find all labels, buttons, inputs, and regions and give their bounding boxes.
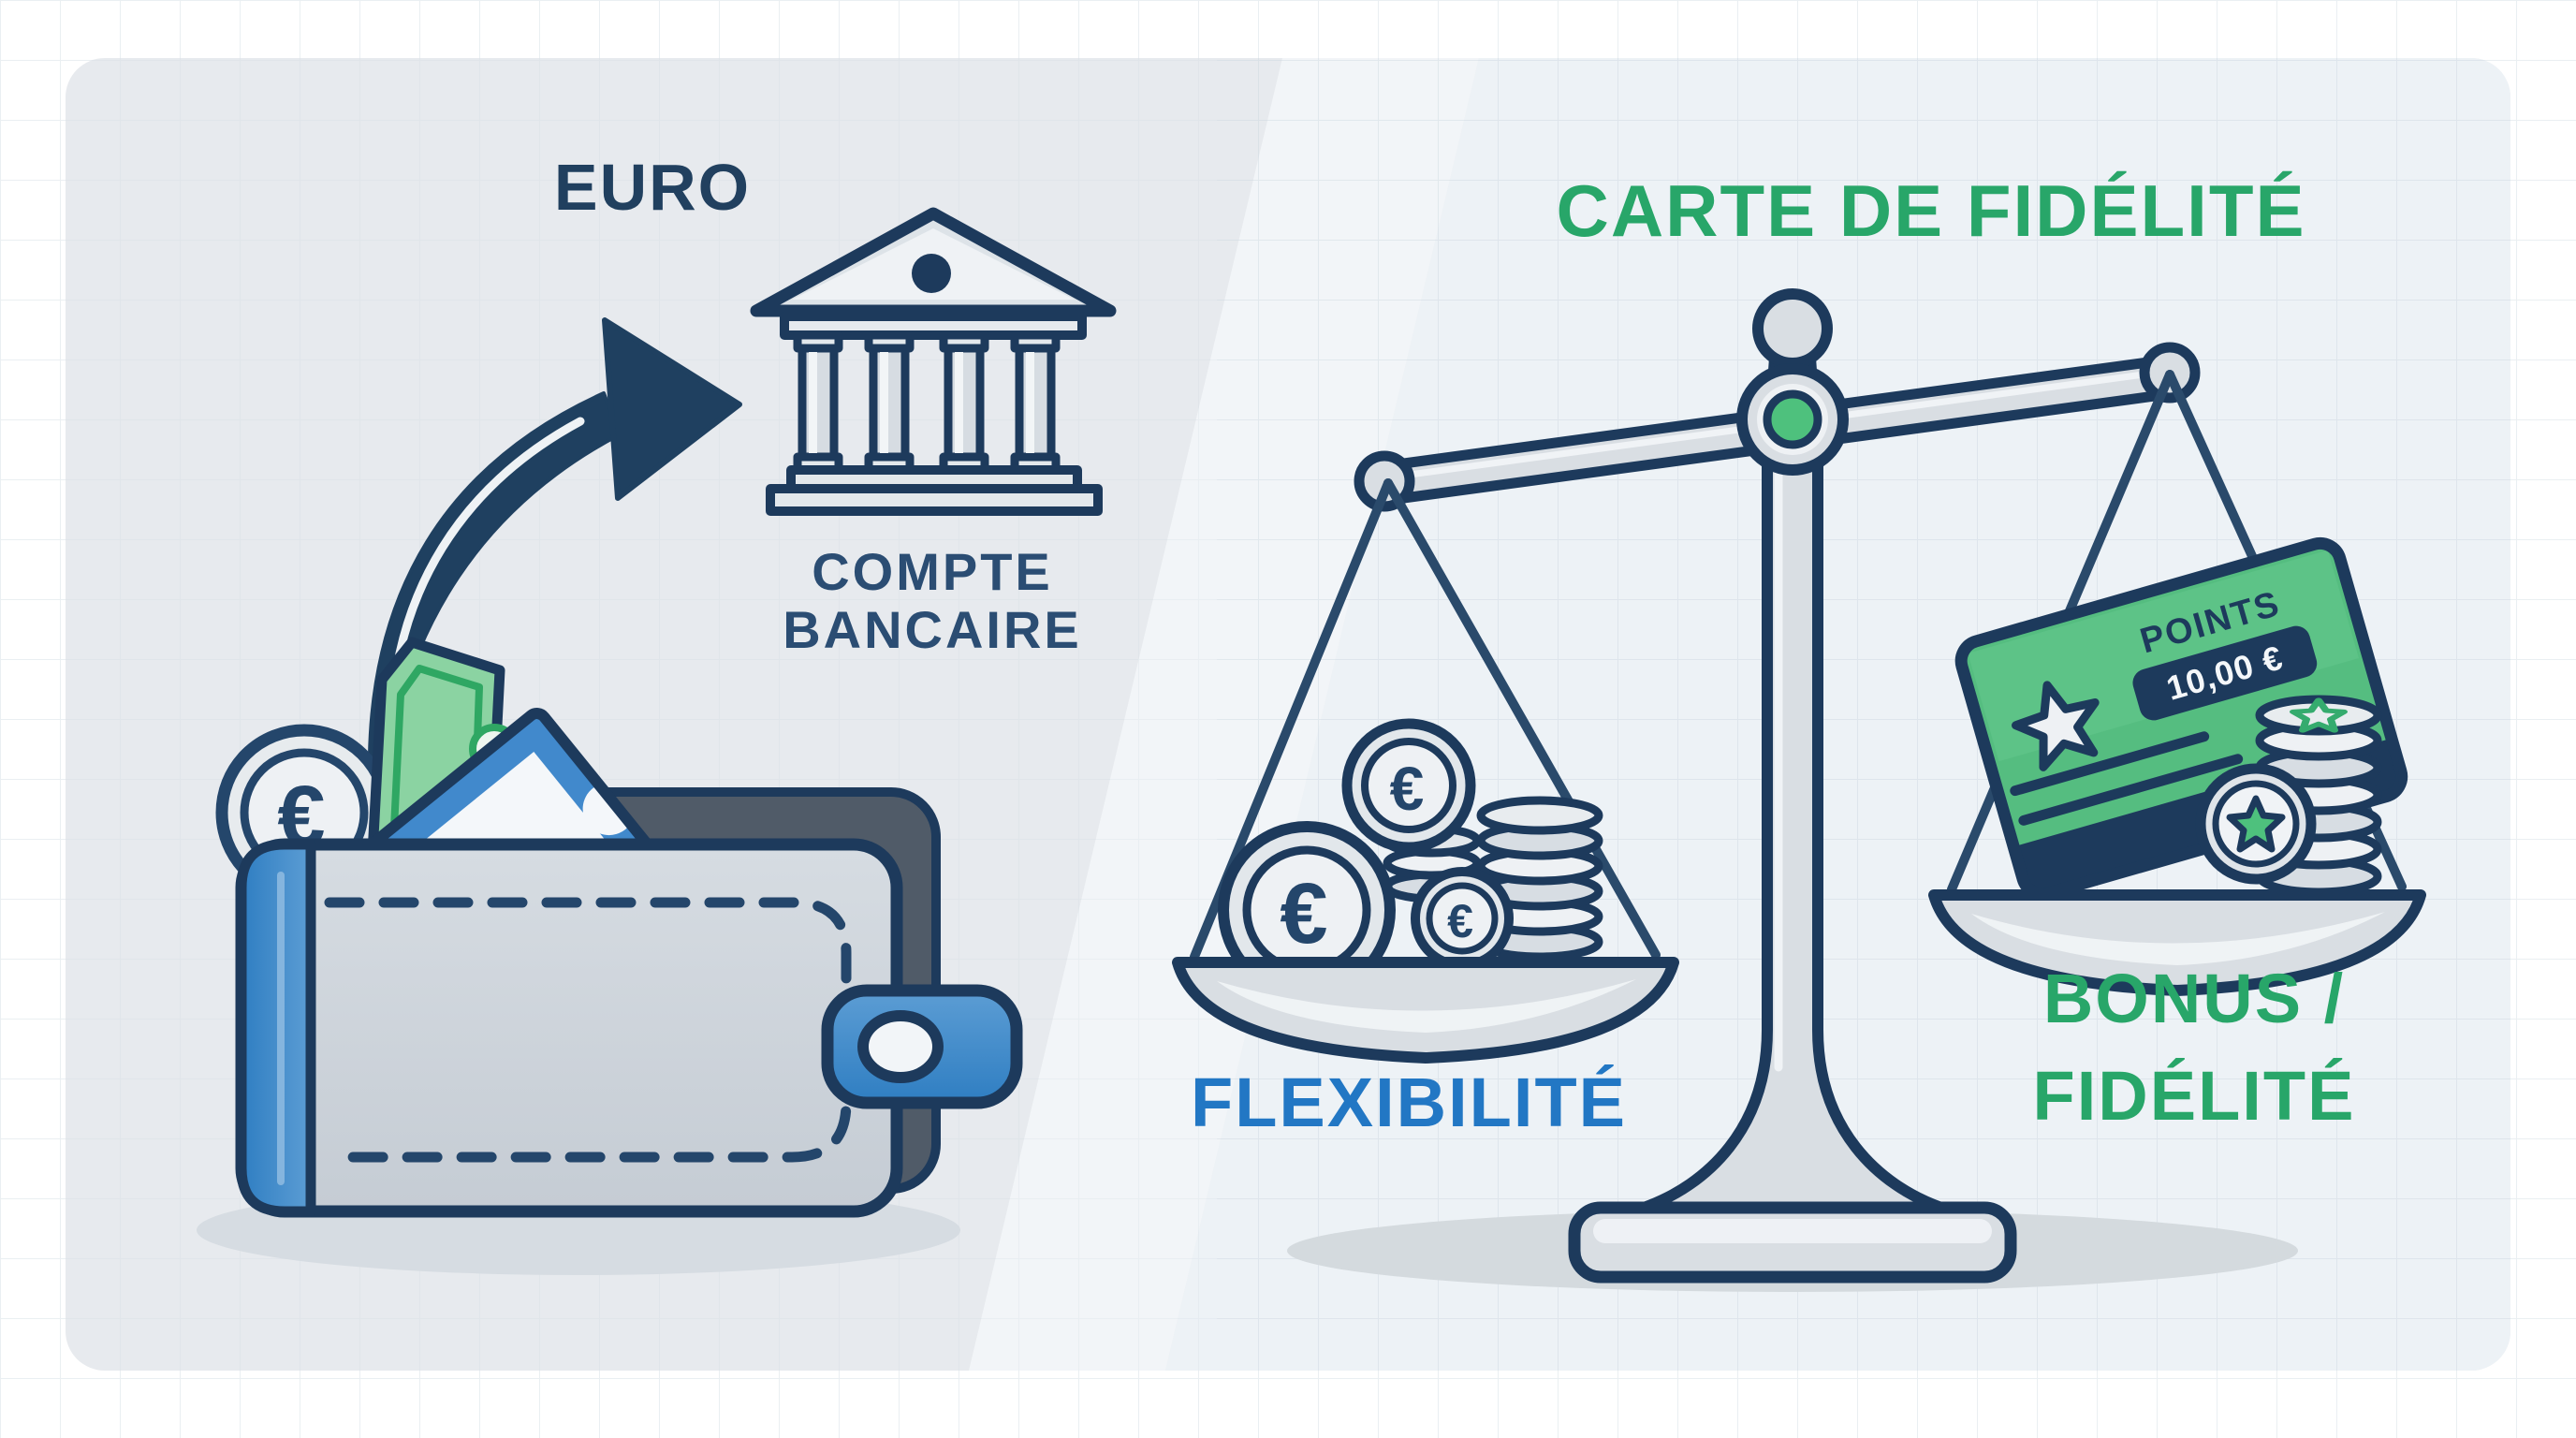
scale-pivot: [1736, 363, 1849, 476]
bank-icon: [750, 207, 1117, 516]
title-euro: EURO: [554, 151, 751, 224]
euro-symbol: €: [1390, 754, 1425, 823]
label-bonus: BONUS /: [2043, 960, 2345, 1037]
wallet-strap: [821, 984, 1023, 1109]
euro-coin-small: €: [1411, 867, 1514, 970]
left-pan-group: € € €: [1172, 478, 1679, 1064]
bank-pediment-dot: [912, 254, 951, 293]
title-carte-de-fidelite: CARTE DE FIDÉLITÉ: [1556, 169, 2305, 252]
left-pan: [1172, 957, 1679, 1064]
label-fidelite: FIDÉLITÉ: [2033, 1057, 2356, 1135]
right-pan-group: POINTS 10,00 €: [1928, 370, 2426, 996]
euro-symbol: €: [1447, 895, 1473, 947]
euro-coin-top: €: [1341, 718, 1476, 853]
euro-symbol: €: [1280, 866, 1327, 961]
balance-scale: € € €: [1172, 288, 2426, 1284]
bank-label-line1: COMPTE: [812, 542, 1053, 601]
scale-base: [1568, 1201, 2017, 1284]
wallet-stitching: [324, 897, 852, 1163]
scale-knob: [1752, 288, 1833, 369]
pivot-green-dot: [1763, 389, 1822, 449]
strap-hole: [857, 1010, 944, 1083]
star-icon: [2226, 795, 2286, 853]
wallet-spine: [236, 839, 316, 1217]
bank-label-line2: BANCAIRE: [783, 600, 1082, 659]
bank-columns: [793, 330, 1061, 475]
star-icon: [2012, 681, 2100, 771]
right-pan: [1928, 889, 2426, 996]
card-value-badge: [2132, 625, 2318, 721]
star-coin: [2195, 763, 2317, 885]
wallet-illustration: € €: [215, 637, 1023, 1218]
label-flexibilite: FLEXIBILITÉ: [1191, 1064, 1627, 1141]
star-icon: [2290, 697, 2348, 733]
